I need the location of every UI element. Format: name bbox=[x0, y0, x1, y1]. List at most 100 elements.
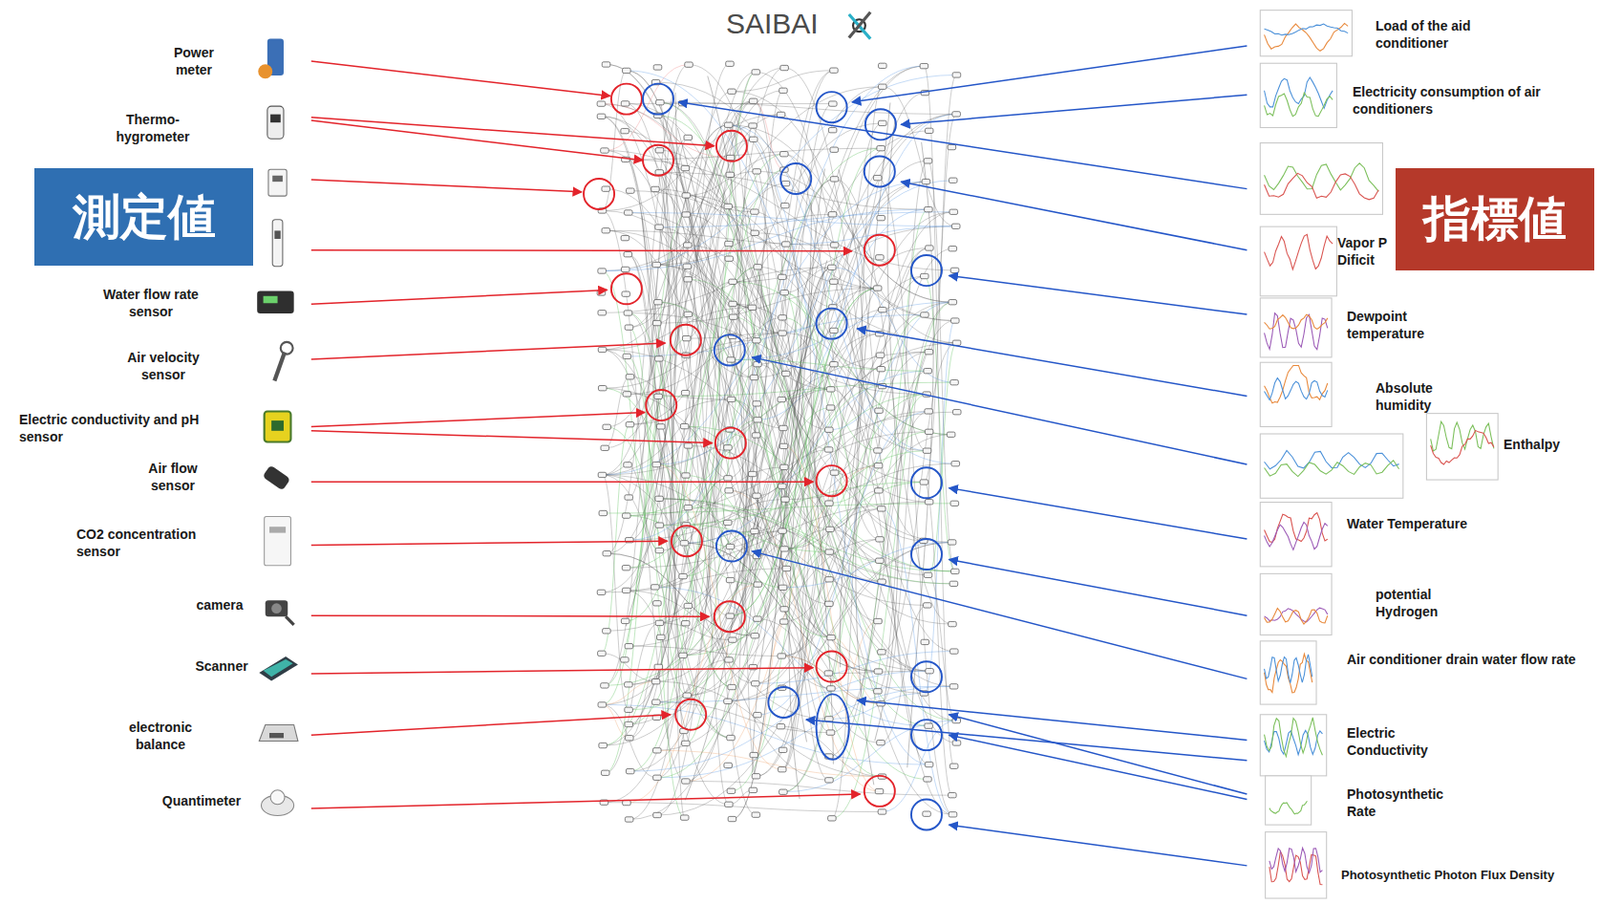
graph-node bbox=[952, 111, 961, 117]
graph-node bbox=[682, 335, 691, 341]
icon-part bbox=[256, 290, 294, 314]
graph-node bbox=[725, 543, 735, 549]
graph-node bbox=[725, 801, 734, 807]
measurement-circle bbox=[642, 145, 674, 176]
index-label: Absolute humidity bbox=[1375, 379, 1472, 414]
thumbnail-series bbox=[1264, 717, 1323, 757]
thumbnail-series bbox=[1264, 92, 1334, 117]
chart-thumbnail bbox=[1259, 573, 1332, 635]
graph-node bbox=[877, 649, 887, 655]
graph-edge bbox=[626, 244, 688, 590]
thumbnail-series bbox=[1264, 460, 1400, 477]
graph-node bbox=[725, 61, 735, 66]
measurement-circle bbox=[716, 130, 747, 162]
graph-node bbox=[950, 380, 960, 385]
graph-node bbox=[877, 809, 887, 814]
thumbnail-frame bbox=[1259, 714, 1326, 776]
chart-thumbnail bbox=[1259, 433, 1404, 498]
graph-node bbox=[600, 769, 610, 775]
graph-node bbox=[777, 653, 787, 659]
measurement-circle bbox=[583, 178, 615, 210]
graph-node bbox=[877, 120, 887, 126]
index-circle bbox=[768, 686, 799, 718]
icon-part bbox=[274, 352, 285, 382]
leader-arrow bbox=[751, 357, 1247, 465]
graph-edge bbox=[882, 86, 957, 227]
graph-edge bbox=[600, 104, 929, 503]
graph-node bbox=[653, 747, 662, 753]
graph-edge bbox=[629, 65, 925, 540]
graph-edge bbox=[627, 313, 927, 395]
thumbnail-frame bbox=[1259, 502, 1332, 567]
graph-node bbox=[830, 362, 839, 367]
graph-node bbox=[680, 814, 689, 820]
measurement-circle bbox=[864, 775, 896, 807]
sensor-label: Power meter bbox=[155, 43, 233, 79]
graph-edge bbox=[877, 160, 929, 691]
graph-node bbox=[778, 330, 788, 336]
graph-node bbox=[622, 353, 632, 359]
sensor-icon bbox=[274, 341, 293, 382]
graph-node bbox=[947, 539, 957, 545]
leader-arrow bbox=[751, 551, 1247, 680]
illustration-group bbox=[256, 10, 1498, 898]
graph-node bbox=[748, 98, 758, 104]
graph-node bbox=[925, 668, 935, 674]
graph-node bbox=[923, 776, 933, 782]
graph-node bbox=[950, 648, 960, 654]
graph-edge bbox=[606, 64, 830, 603]
graph-edge bbox=[755, 552, 831, 684]
thumbnail-series bbox=[1264, 654, 1313, 683]
icon-part bbox=[268, 169, 287, 196]
leader-arrow bbox=[311, 714, 671, 735]
graph-node bbox=[874, 463, 883, 469]
graph-node bbox=[753, 361, 763, 366]
graph-node bbox=[920, 273, 930, 278]
leader-arrow bbox=[311, 480, 814, 482]
graph-node bbox=[726, 788, 736, 793]
thumbnail-series bbox=[1269, 800, 1308, 814]
graph-node bbox=[825, 777, 834, 783]
graph-node bbox=[597, 310, 607, 316]
graph-edge bbox=[927, 160, 955, 572]
index-circle bbox=[911, 661, 942, 692]
graph-node bbox=[725, 488, 734, 493]
graph-node bbox=[825, 600, 834, 606]
icon-part bbox=[271, 420, 284, 431]
graph-node bbox=[682, 692, 692, 698]
graph-node bbox=[946, 431, 956, 437]
index-circle bbox=[911, 467, 942, 498]
graph-edge bbox=[874, 118, 898, 741]
graph-node bbox=[825, 716, 834, 722]
logo-mark bbox=[849, 12, 871, 39]
graph-edge bbox=[784, 212, 954, 550]
graph-node bbox=[600, 682, 610, 688]
graph-edge bbox=[659, 622, 732, 640]
graph-node bbox=[776, 724, 786, 729]
graph-edge bbox=[830, 490, 879, 530]
graph-edge bbox=[606, 553, 755, 636]
graph-node bbox=[752, 553, 762, 558]
thumbnail-frame bbox=[1259, 226, 1337, 297]
graph-node bbox=[681, 165, 690, 171]
graph-node bbox=[622, 67, 632, 73]
graph-node bbox=[726, 357, 736, 363]
graph-node bbox=[779, 789, 789, 794]
leader-arrow bbox=[948, 714, 1247, 794]
icon-part bbox=[285, 616, 295, 625]
graph-node bbox=[949, 580, 959, 586]
graph-node bbox=[747, 304, 757, 310]
chart-thumbnail bbox=[1259, 502, 1332, 567]
graph-node bbox=[724, 445, 733, 450]
icon-part bbox=[258, 656, 299, 682]
leader-arrow bbox=[311, 250, 853, 252]
thumbnail-frame bbox=[1259, 573, 1332, 635]
graph-node bbox=[828, 128, 837, 133]
measurement-circle bbox=[645, 389, 677, 421]
chart-thumbnail bbox=[1259, 10, 1352, 57]
index-circle bbox=[780, 163, 811, 194]
graph-node bbox=[655, 224, 664, 230]
graph-node bbox=[780, 606, 790, 612]
graph-node bbox=[683, 504, 693, 510]
icon-part bbox=[263, 659, 294, 677]
